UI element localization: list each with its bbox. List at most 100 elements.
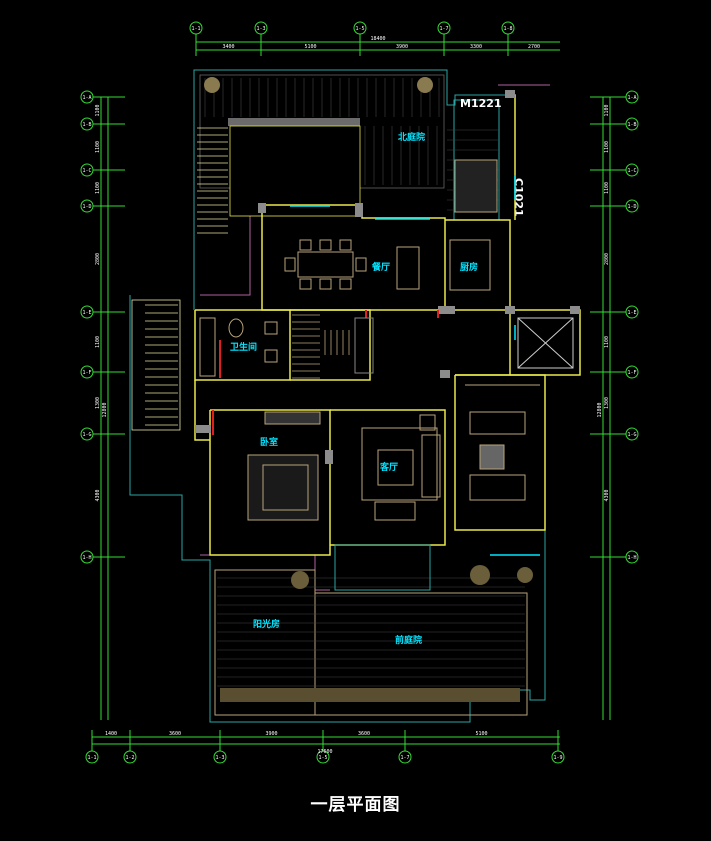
dimension-lines <box>92 41 611 745</box>
svg-text:1-1: 1-1 <box>87 755 96 761</box>
svg-text:1-8: 1-8 <box>503 26 512 32</box>
svg-text:1-G: 1-G <box>82 432 91 438</box>
svg-text:1-H: 1-H <box>627 555 636 561</box>
door-code-entry: M1221 <box>460 97 502 110</box>
kitchen-counter <box>449 239 491 291</box>
dimension-text: 5100 <box>475 731 487 737</box>
wall-columns <box>195 90 580 464</box>
dimension-text: 2700 <box>528 44 540 50</box>
elevator <box>517 317 574 369</box>
dimension-total: 18400 <box>370 36 385 42</box>
water-feature <box>454 159 498 213</box>
exterior-stair <box>131 299 181 431</box>
grid-bubble: 1-D <box>625 199 639 213</box>
sunroom-furniture <box>465 384 540 501</box>
dimension-total: 12800 <box>102 402 108 417</box>
grid-bubble: 1-D <box>80 199 94 213</box>
dimension-text: 4300 <box>604 489 610 501</box>
svg-text:1-3: 1-3 <box>256 26 265 32</box>
elevator-shaft-small <box>354 317 374 374</box>
svg-text:1-D: 1-D <box>627 204 636 210</box>
grid-bubble: 1-B <box>625 117 639 131</box>
grid-bubble: 1-2 <box>123 750 137 764</box>
plant-icon <box>291 571 309 589</box>
room-label-sunroom: 阳光房 <box>253 618 280 630</box>
room-label-bathroom: 卫生间 <box>230 341 257 353</box>
bed <box>247 411 321 521</box>
svg-text:1-F: 1-F <box>627 370 636 376</box>
svg-text:1-G: 1-G <box>627 432 636 438</box>
dimension-text: 1100 <box>95 182 101 194</box>
grid-axis-bubbles: 1-1 1-3 1-5 1-7 1-8 1-1 1-2 1-3 1-5 1-7 1-9 1-A 1-B 1… <box>80 21 639 764</box>
svg-text:1-2: 1-2 <box>125 755 134 761</box>
svg-text:1-7: 1-7 <box>439 26 448 32</box>
svg-text:1-1: 1-1 <box>191 26 200 32</box>
svg-text:1-5: 1-5 <box>318 755 327 761</box>
room-label-front-courtyard: 前庭院 <box>395 634 422 646</box>
room-label-living: 客厅 <box>379 461 398 473</box>
room-label-dining: 餐厅 <box>371 261 390 273</box>
svg-text:1-B: 1-B <box>627 122 636 128</box>
entry-porch <box>334 544 431 591</box>
svg-text:1-H: 1-H <box>82 555 91 561</box>
svg-text:1-A: 1-A <box>82 95 91 101</box>
grid-bubble: 1-1 <box>85 750 99 764</box>
dimension-text: 3600 <box>169 731 181 737</box>
svg-text:1-F: 1-F <box>82 370 91 376</box>
svg-text:1-3: 1-3 <box>215 755 224 761</box>
north-courtyard: 北庭院 M1221 C1021 <box>197 74 525 234</box>
grid-bubble: 1-A <box>625 90 639 104</box>
grid-bubble: 1-8 <box>501 21 515 35</box>
plant-icon <box>204 77 220 93</box>
grid-bubble: 1-F <box>80 365 94 379</box>
drawing-title: 一层平面图 <box>310 795 401 815</box>
room-label-north-courtyard: 北庭院 <box>398 131 425 143</box>
grid-bubble: 1-F <box>625 365 639 379</box>
svg-text:1-E: 1-E <box>82 310 91 316</box>
dimension-text: 1100 <box>95 104 101 116</box>
south-courtyards: 阳光房 前庭院 <box>214 544 533 716</box>
grid-bubble: 1-3 <box>213 750 227 764</box>
dimension-total: 17600 <box>317 749 332 755</box>
dimension-text: 2800 <box>604 253 610 265</box>
living-sofa-set <box>361 414 441 521</box>
dimension-text: 1300 <box>604 397 610 409</box>
svg-text:1-C: 1-C <box>627 168 636 174</box>
svg-text:1-C: 1-C <box>82 168 91 174</box>
dining-table-set <box>284 239 420 290</box>
dimension-text: 3900 <box>396 44 408 50</box>
svg-text:1-B: 1-B <box>82 122 91 128</box>
dimension-text: 1100 <box>95 336 101 348</box>
room-label-bedroom: 卧室 <box>260 436 278 448</box>
plant-icon <box>517 567 533 583</box>
dimension-text: 1100 <box>604 182 610 194</box>
room-label-kitchen: 厨房 <box>460 261 478 273</box>
grid-bubble: 1-G <box>80 427 94 441</box>
svg-text:1-7: 1-7 <box>400 755 409 761</box>
dimension-text: 3400 <box>222 44 234 50</box>
dimension-text: 3300 <box>470 44 482 50</box>
grid-bubble: 1-5 <box>353 21 367 35</box>
svg-text:1-D: 1-D <box>82 204 91 210</box>
interior-stair <box>292 314 350 379</box>
grid-bubble: 1-C <box>80 163 94 177</box>
grid-bubble: 1-H <box>80 550 94 564</box>
window-code: C1021 <box>512 178 525 217</box>
svg-text:1-E: 1-E <box>627 310 636 316</box>
dimension-text: 1400 <box>105 731 117 737</box>
grid-bubble: 1-G <box>625 427 639 441</box>
dimension-text: 2800 <box>95 253 101 265</box>
svg-text:1-5: 1-5 <box>355 26 364 32</box>
grid-bubble: 1-E <box>625 305 639 319</box>
planting-strip <box>220 688 520 702</box>
dimension-text: 3900 <box>265 731 277 737</box>
dimension-text: 1300 <box>95 397 101 409</box>
dimension-text: 5100 <box>304 44 316 50</box>
dimension-text: 1100 <box>604 141 610 153</box>
svg-text:1-9: 1-9 <box>553 755 562 761</box>
dimension-text: 1100 <box>604 104 610 116</box>
dimension-total: 12800 <box>597 402 603 417</box>
grid-bubble: 1-E <box>80 305 94 319</box>
svg-text:1-A: 1-A <box>627 95 636 101</box>
